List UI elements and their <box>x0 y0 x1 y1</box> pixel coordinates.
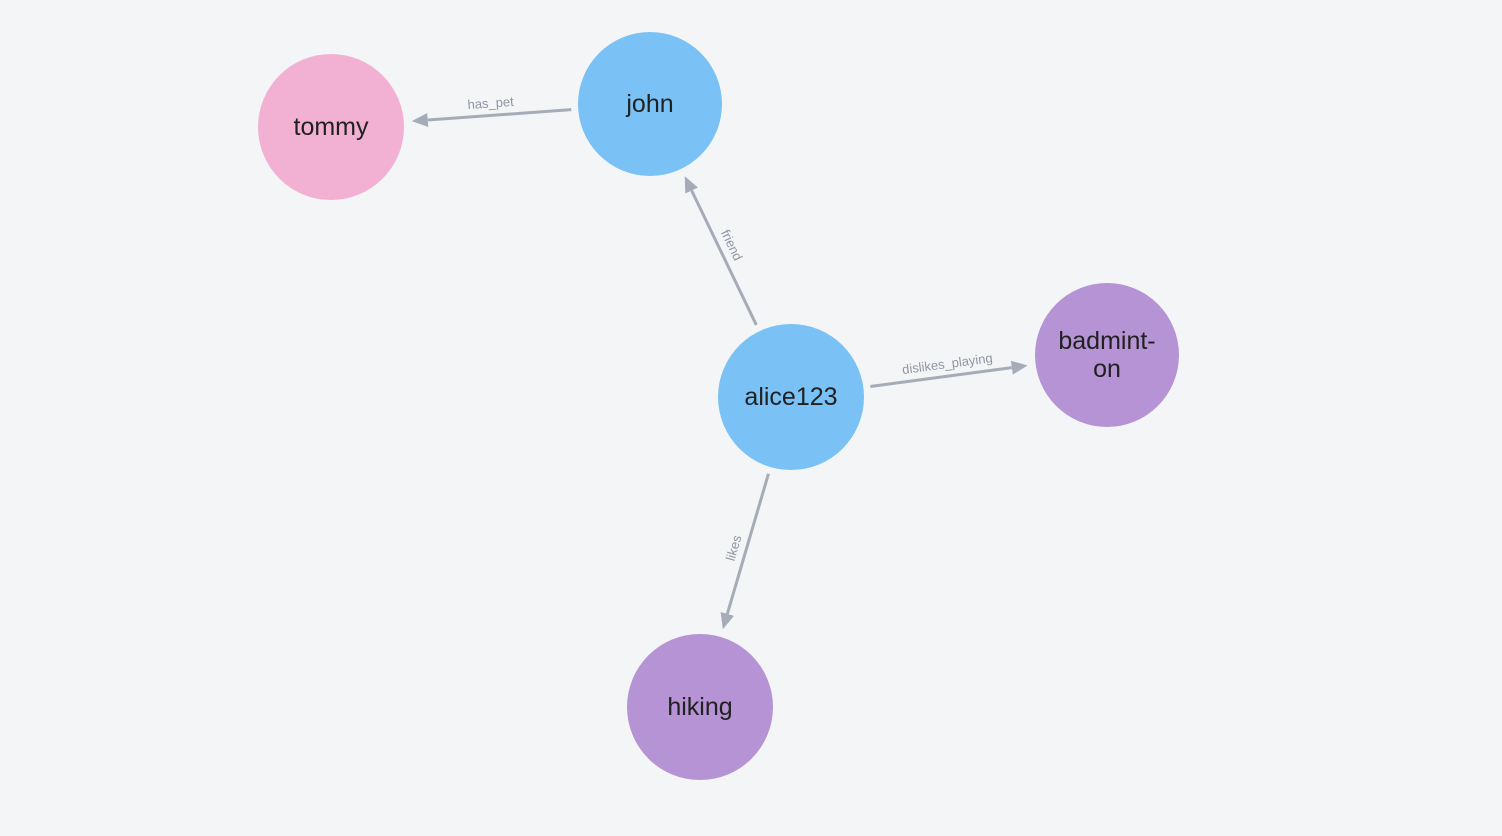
edge-label: likes <box>723 533 745 563</box>
graph-node-badminton[interactable]: badmint-on <box>1035 283 1179 427</box>
edge-alice123-john[interactable]: friend <box>684 176 758 326</box>
graph-node-alice123[interactable]: alice123 <box>718 324 864 470</box>
node-circle[interactable] <box>578 32 722 176</box>
edge-alice123-badminton[interactable]: dislikes_playing <box>870 350 1028 388</box>
node-circle[interactable] <box>258 54 404 200</box>
edge-line <box>725 473 770 615</box>
graph-node-tommy[interactable]: tommy <box>258 54 404 200</box>
edge-label: friend <box>718 227 746 263</box>
node-circle[interactable] <box>627 634 773 780</box>
edge-arrowhead-icon <box>684 176 698 194</box>
edge-arrowhead-icon <box>1010 360 1028 375</box>
edge-alice123-hiking[interactable]: likes <box>720 473 770 630</box>
node-circle[interactable] <box>1035 283 1179 427</box>
edge-line <box>427 108 572 122</box>
graph-node-hiking[interactable]: hiking <box>627 634 773 780</box>
edge-arrowhead-icon <box>411 113 429 128</box>
edge-line <box>690 189 758 326</box>
node-circle[interactable] <box>718 324 864 470</box>
edge-john-tommy[interactable]: has_pet <box>411 94 572 128</box>
edge-line <box>870 366 1013 388</box>
edge-arrowhead-icon <box>720 611 735 630</box>
edge-label: has_pet <box>467 94 515 112</box>
graph-node-john[interactable]: john <box>578 32 722 176</box>
